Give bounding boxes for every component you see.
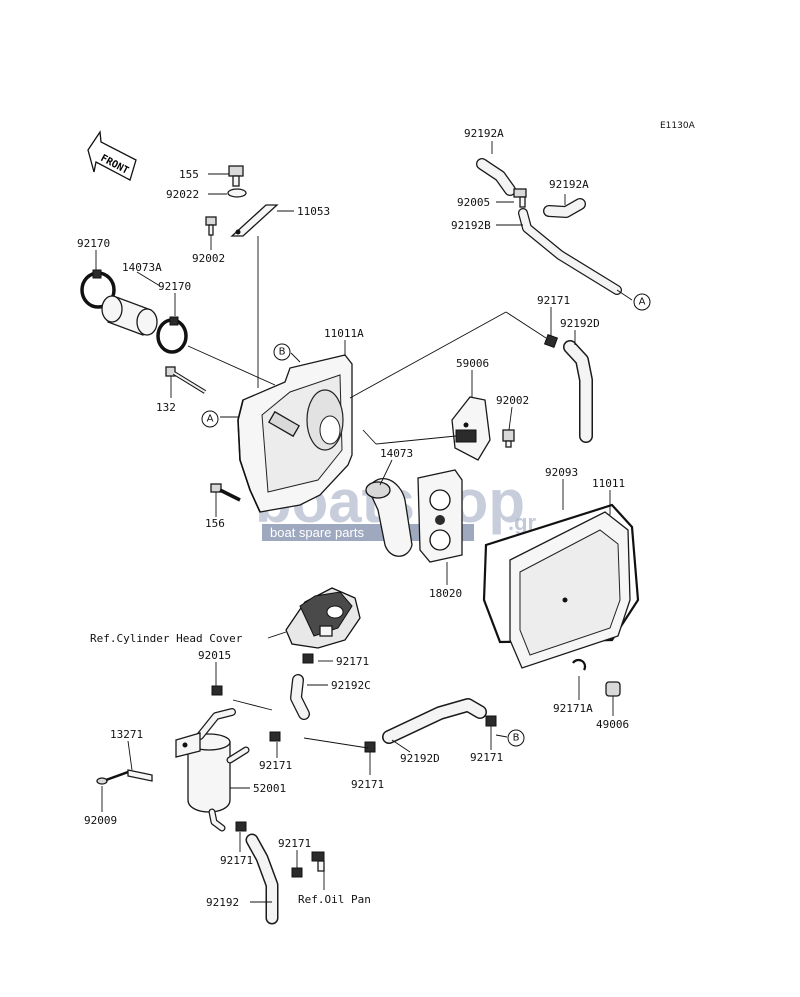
label-11011: 11011 — [592, 477, 625, 490]
label-92171-hose: 92171 — [351, 778, 384, 791]
label-92005: 92005 — [457, 196, 490, 209]
diagram-code: E1130A — [660, 121, 696, 131]
label-92192D-top: 92192D — [560, 317, 600, 330]
label-92192A-top: 92192A — [464, 127, 504, 140]
bracket-13271-icon — [127, 732, 201, 782]
cylinder-head-cover-icon — [285, 587, 361, 649]
label-92192A-right: 92192A — [549, 178, 589, 191]
cap-49006-icon — [605, 681, 621, 697]
label-92171-lower: 92171 — [220, 854, 253, 867]
gasket-92093-icon — [482, 503, 640, 644]
hose-92192-icon — [245, 833, 279, 925]
part-labels: 155 92022 11053 92002 92170 14073A 92170… — [77, 127, 629, 909]
washer-92022-icon — [227, 188, 247, 198]
label-132: 132 — [156, 401, 176, 414]
label-13271: 13271 — [110, 728, 143, 741]
hose-92192A-top-icon — [476, 158, 516, 196]
tank-52001-icon — [187, 708, 250, 832]
callout-a-right: A — [633, 293, 651, 311]
tube-14073A-icon — [101, 295, 158, 336]
oil-pan-fitting-icon — [311, 851, 325, 872]
clamp-92171-cover-icon — [302, 653, 314, 664]
air-box-11011A-icon — [237, 354, 353, 513]
label-92171A: 92171A — [553, 702, 593, 715]
duct-14073-icon — [365, 478, 413, 557]
label-92192C: 92192C — [331, 679, 371, 692]
hose-92192D-top-icon — [563, 340, 593, 443]
clamp-92171-hose-icon — [364, 741, 376, 753]
bolt-92009-icon — [96, 770, 129, 785]
callout-a-left: A — [201, 410, 219, 428]
label-92171-oil: 92171 — [278, 837, 311, 850]
svg-text:A: A — [639, 297, 646, 308]
label-92015: 92015 — [198, 649, 231, 662]
label-59006: 59006 — [456, 357, 489, 370]
clamp-92171-lower-icon — [235, 821, 247, 832]
label-52001: 52001 — [253, 782, 286, 795]
label-92002-top: 92002 — [192, 252, 225, 265]
label-156: 156 — [205, 517, 225, 530]
label-14073A: 14073A — [122, 261, 162, 274]
plate-59006-icon — [451, 396, 491, 461]
bracket-11053-icon — [230, 204, 279, 237]
bolt-92002-mid-icon — [502, 429, 515, 448]
label-92192: 92192 — [206, 896, 239, 909]
label-14073: 14073 — [380, 447, 413, 460]
label-92171-b: 92171 — [470, 751, 503, 764]
label-92192D-bottom: 92192D — [400, 752, 440, 765]
hose-92192A-right-icon — [543, 198, 586, 218]
bolt-92002-top-icon — [205, 216, 217, 236]
label-92002-mid: 92002 — [496, 394, 529, 407]
label-92022: 92022 — [166, 188, 199, 201]
clamp-92171-tank-icon — [269, 731, 281, 742]
label-49006: 49006 — [596, 718, 629, 731]
clamp-92171-b-icon — [485, 715, 497, 727]
clamp-92171-oil-icon — [291, 867, 303, 878]
label-92170-right: 92170 — [158, 280, 191, 293]
label-92171-top: 92171 — [537, 294, 570, 307]
front-arrow-icon: FRONT — [87, 130, 137, 181]
svg-text:B: B — [279, 347, 286, 358]
leader-lines — [95, 141, 633, 903]
callout-b-bottom: B — [507, 729, 525, 747]
cover-11011-icon — [509, 511, 631, 669]
svg-text:A: A — [207, 414, 214, 425]
clamp-92171A-icon — [572, 658, 587, 671]
label-92192B: 92192B — [451, 219, 491, 232]
callout-b-top: B — [273, 343, 291, 361]
hose-92192D-bottom-icon — [382, 698, 487, 744]
ref-oil-pan: Ref.Oil Pan — [298, 893, 371, 906]
label-155: 155 — [179, 168, 199, 181]
hose-92192B-icon — [518, 208, 622, 295]
label-18020: 18020 — [429, 587, 462, 600]
label-92009: 92009 — [84, 814, 117, 827]
watermark-tagline: boat spare parts — [270, 525, 364, 540]
hose-92192C-icon — [290, 674, 310, 720]
label-92171-tank: 92171 — [259, 759, 292, 772]
bolt-156-icon — [210, 483, 241, 502]
label-92093: 92093 — [545, 466, 578, 479]
label-11053: 11053 — [297, 205, 330, 218]
label-92171-cover: 92171 — [336, 655, 369, 668]
gasket-18020-icon — [417, 469, 463, 563]
bolt-155-icon — [228, 165, 244, 187]
clamp-92171-top-icon — [543, 333, 559, 349]
fitting-92005-icon — [513, 188, 527, 208]
svg-text:B: B — [513, 733, 520, 744]
ref-cylinder-head-cover: Ref.Cylinder Head Cover — [90, 632, 243, 645]
bolt-132-icon — [165, 366, 207, 394]
label-92170-left: 92170 — [77, 237, 110, 250]
label-11011A: 11011A — [324, 327, 364, 340]
nut-92015-icon — [211, 685, 223, 696]
